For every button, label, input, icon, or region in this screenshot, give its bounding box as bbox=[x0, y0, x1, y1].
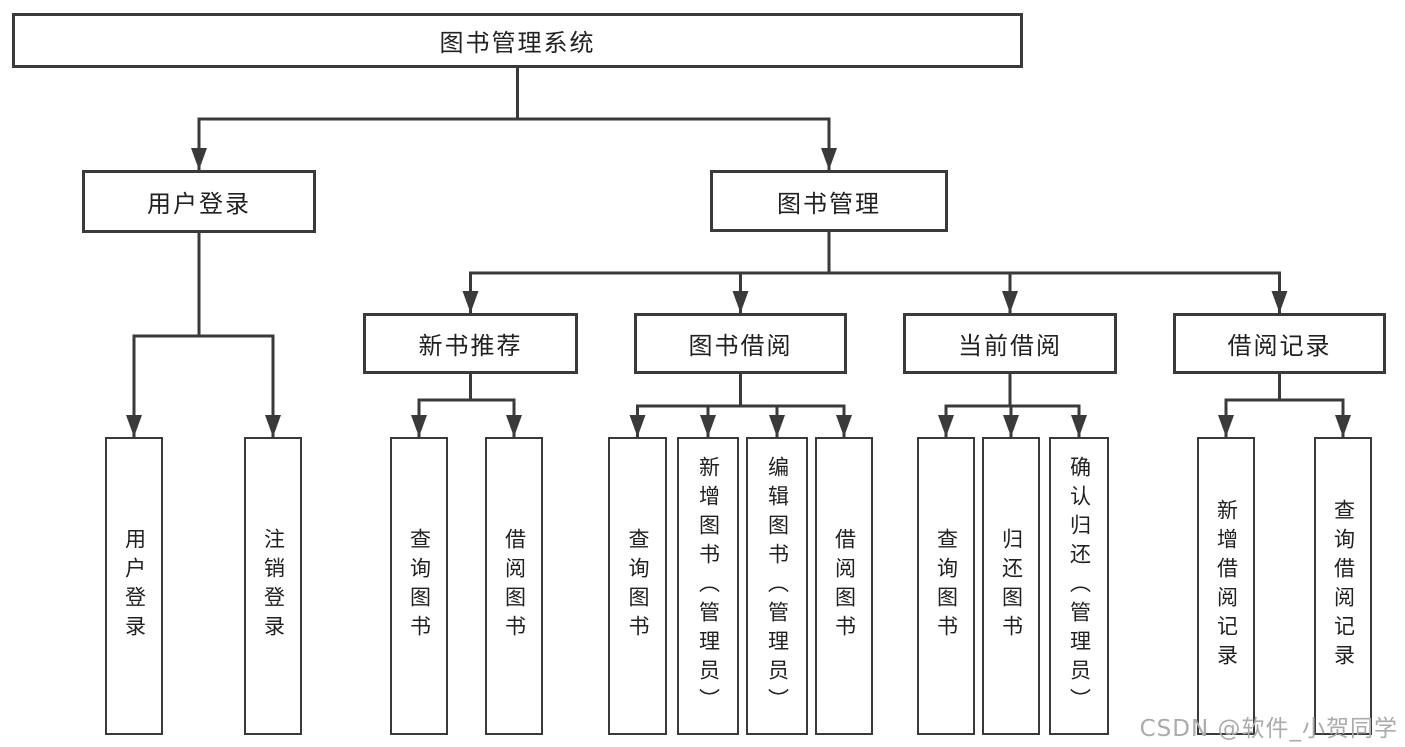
leaf-br-query-record-label: 查询借阅记录 bbox=[1331, 499, 1356, 673]
node-user-login: 用户登录 bbox=[82, 170, 316, 233]
leaf-rec-query-book-label: 查询图书 bbox=[407, 528, 432, 644]
csdn-watermark: CSDN @软件_小贺同学 bbox=[1139, 716, 1398, 742]
leaf-bb-edit-book: 编辑图书（管理员） bbox=[746, 437, 808, 735]
leaf-logout-label: 注销登录 bbox=[261, 528, 286, 644]
leaf-bb-borrow-book-label: 借阅图书 bbox=[832, 528, 857, 644]
leaf-user-login-label: 用户登录 bbox=[122, 528, 147, 644]
node-borrow-records: 借阅记录 bbox=[1173, 313, 1386, 374]
node-current-borrow: 当前借阅 bbox=[903, 313, 1117, 374]
edges-new-book-rec-to-leaves bbox=[411, 374, 522, 437]
node-current-borrow-label: 当前借阅 bbox=[958, 332, 1062, 360]
leaf-cb-return-book: 归还图书 bbox=[982, 437, 1040, 735]
leaf-cb-query-book: 查询图书 bbox=[917, 437, 975, 735]
leaf-cb-query-book-label: 查询图书 bbox=[934, 528, 959, 644]
node-root-label: 图书管理系统 bbox=[439, 29, 596, 57]
edges-root-to-level2 bbox=[191, 68, 837, 170]
leaf-rec-borrow-book-label: 借阅图书 bbox=[502, 528, 527, 644]
edges-user-login-to-leaves bbox=[126, 233, 281, 437]
edges-book-mgmt-to-level3 bbox=[462, 232, 1288, 313]
leaf-bb-query-book: 查询图书 bbox=[608, 437, 667, 735]
leaf-bb-borrow-book: 借阅图书 bbox=[815, 437, 873, 735]
leaf-bb-add-book-label: 新增图书（管理员） bbox=[696, 455, 721, 717]
leaf-cb-return-book-label: 归还图书 bbox=[999, 528, 1024, 644]
node-book-borrow: 图书借阅 bbox=[634, 313, 847, 374]
leaf-rec-query-book: 查询图书 bbox=[390, 437, 448, 735]
edges-borrow-records-to-leaves bbox=[1218, 374, 1351, 437]
node-user-login-label: 用户登录 bbox=[147, 190, 251, 218]
leaf-bb-edit-book-label: 编辑图书（管理员） bbox=[765, 455, 790, 717]
edges-current-borrow-to-leaves bbox=[938, 374, 1087, 437]
leaf-cb-confirm-return-label: 确认归还（管理员） bbox=[1067, 455, 1092, 717]
leaf-bb-query-book-label: 查询图书 bbox=[626, 528, 650, 644]
node-book-borrow-label: 图书借阅 bbox=[688, 332, 793, 360]
node-root: 图书管理系统 bbox=[12, 13, 1023, 68]
node-new-book-rec: 新书推荐 bbox=[363, 313, 578, 374]
leaf-user-login: 用户登录 bbox=[105, 437, 163, 735]
leaf-cb-confirm-return: 确认归还（管理员） bbox=[1049, 437, 1109, 735]
leaf-br-query-record: 查询借阅记录 bbox=[1314, 437, 1372, 735]
leaf-br-add-record: 新增借阅记录 bbox=[1197, 437, 1255, 735]
leaf-br-add-record-label: 新增借阅记录 bbox=[1214, 499, 1239, 673]
node-book-mgmt-label: 图书管理 bbox=[777, 189, 881, 218]
node-new-book-rec-label: 新书推荐 bbox=[418, 332, 523, 360]
edges-book-borrow-to-leaves bbox=[629, 374, 852, 437]
node-borrow-records-label: 借阅记录 bbox=[1227, 332, 1332, 360]
node-book-mgmt: 图书管理 bbox=[710, 170, 948, 232]
leaf-bb-add-book: 新增图书（管理员） bbox=[677, 437, 739, 735]
leaf-logout: 注销登录 bbox=[244, 437, 302, 735]
leaf-rec-borrow-book: 借阅图书 bbox=[485, 437, 543, 735]
